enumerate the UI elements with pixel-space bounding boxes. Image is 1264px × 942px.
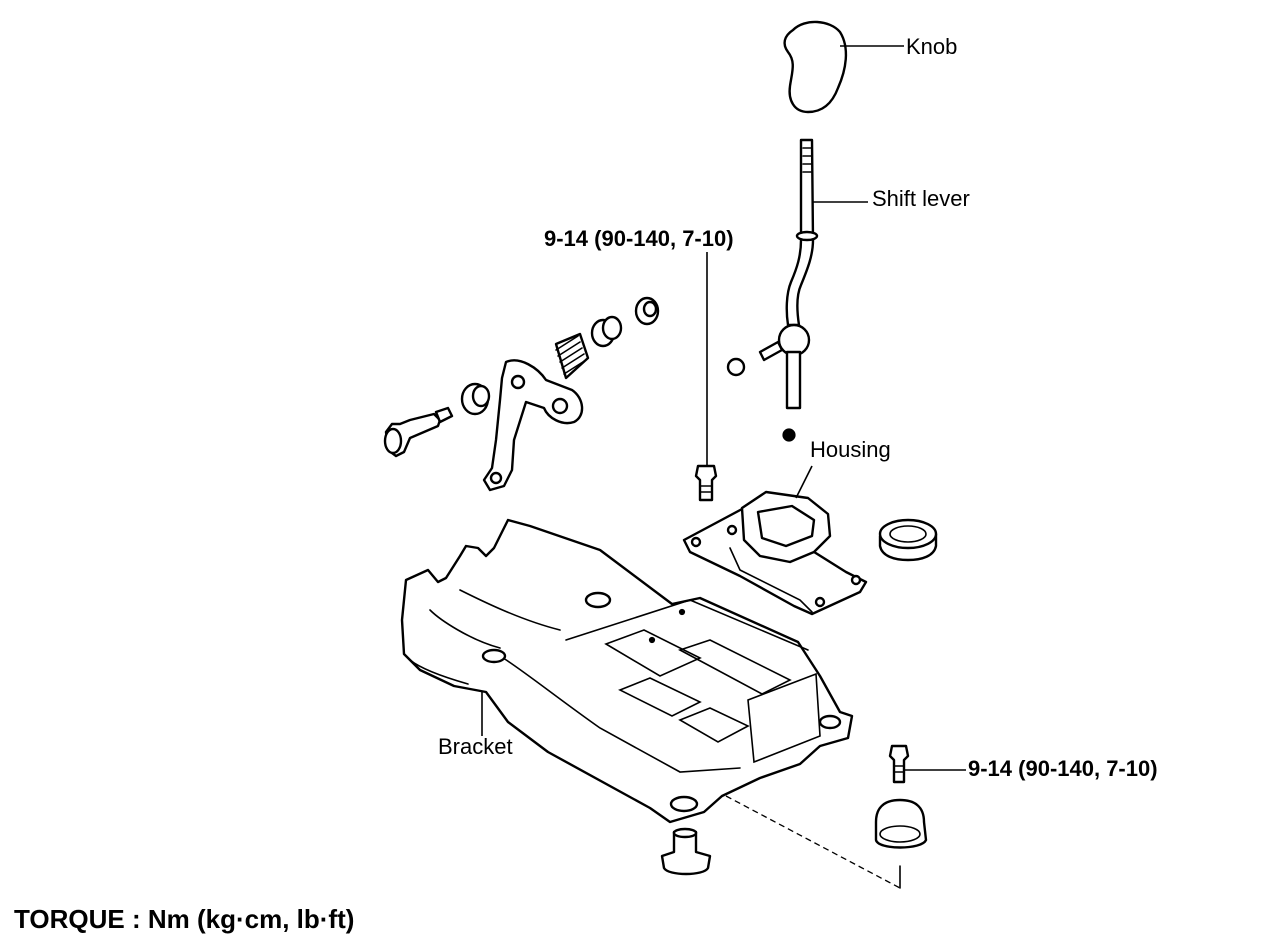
knob-label: Knob: [906, 34, 958, 59]
torque-units-footer: TORQUE : Nm (kg·cm, lb·ft): [14, 904, 355, 934]
shift-lever-part: [726, 138, 819, 442]
bracket-label: Bracket: [438, 734, 513, 759]
torque-lower-label: 9-14 (90-140, 7-10): [968, 756, 1158, 781]
linkage-parts: [383, 296, 660, 492]
lower-grommet-part: [874, 798, 928, 849]
housing-label: Housing: [810, 437, 891, 462]
torque-upper-label: 9-14 (90-140, 7-10): [544, 226, 734, 251]
knob-part: [783, 20, 848, 114]
lower-bolt-part: [888, 744, 910, 784]
upper-bolt-part: [694, 464, 718, 502]
bottom-mount-part: [660, 827, 712, 876]
cap-part: [878, 518, 938, 562]
alignment-line: [725, 795, 901, 889]
shift-lever-label: Shift lever: [872, 186, 970, 211]
housing-leader: [795, 465, 813, 499]
bracket-part: [400, 518, 854, 824]
housing-part: [682, 490, 868, 616]
